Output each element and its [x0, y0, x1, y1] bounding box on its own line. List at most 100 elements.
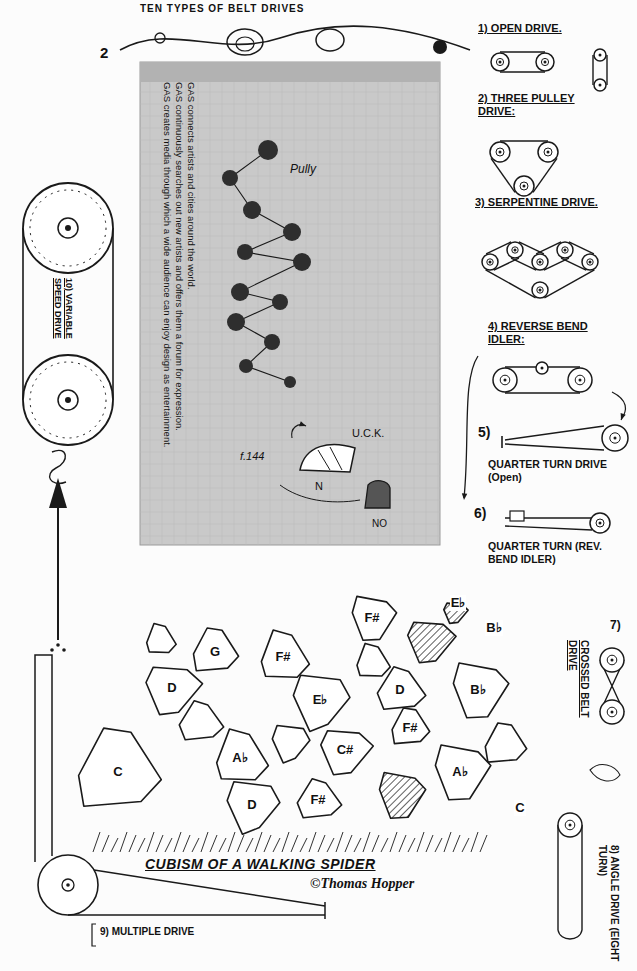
note-label: B♭	[469, 682, 486, 698]
drive-label: QUARTER TURN DRIVE (Open)	[488, 458, 623, 483]
ground-hatch	[273, 838, 280, 852]
note-label: F#	[401, 720, 418, 736]
pulley	[558, 813, 582, 837]
pulley-hub	[62, 879, 74, 891]
ground-hatch	[264, 835, 271, 852]
chain-pulley	[231, 283, 249, 301]
pulley	[536, 53, 554, 71]
pulley	[594, 49, 606, 61]
grid-line	[140, 284, 440, 285]
drive-label: 2	[100, 44, 108, 62]
grid-line	[222, 82, 223, 545]
pulley-axle	[499, 151, 502, 154]
ground-hatch	[444, 832, 451, 852]
pulley-chain-belt	[230, 150, 302, 382]
ground-hatch	[183, 835, 190, 852]
pulley-axle	[65, 397, 71, 403]
pulley-axle	[499, 61, 502, 64]
grid-line	[378, 82, 379, 545]
printed-text: GAS continuously searches out new artist…	[174, 82, 185, 431]
grid-line	[140, 296, 440, 297]
page-title: TEN TYPES OF BELT DRIVES	[140, 3, 304, 15]
note-label: E♭	[312, 692, 329, 708]
grid-line	[140, 152, 440, 153]
grid-line	[140, 200, 440, 201]
grid-line	[140, 512, 440, 513]
note-label: G	[209, 644, 221, 660]
grid-line	[140, 452, 440, 453]
sketch-note: N	[315, 480, 323, 493]
belt-line	[606, 55, 607, 85]
note-label: D	[166, 680, 177, 696]
ground-hatch	[309, 832, 316, 852]
note-label: C#	[336, 742, 355, 758]
grid-line	[162, 82, 163, 545]
arrow-head	[299, 421, 306, 426]
pulley-hub	[587, 259, 593, 265]
grid-line	[140, 416, 440, 417]
grid-line	[354, 82, 355, 545]
pulley-hub	[58, 390, 78, 410]
pulley-axle	[611, 711, 614, 714]
cubist-facet	[357, 643, 390, 676]
fish-scribble	[590, 765, 620, 781]
note-label: A♭	[451, 764, 468, 780]
grid-line	[140, 332, 440, 333]
pulley	[491, 53, 509, 71]
ground-hatch	[471, 832, 478, 852]
pulley	[590, 513, 610, 533]
note-label: B♭	[485, 620, 502, 636]
pulley-hub	[496, 58, 503, 65]
sketch-note: U.C.K.	[352, 427, 384, 440]
pulley	[568, 368, 592, 392]
cubist-facet	[79, 728, 162, 806]
pulley-hub	[58, 218, 78, 238]
chain-pulley	[283, 223, 301, 241]
pulley-ring	[30, 190, 106, 266]
drive-label: 3) SERPENTINE DRIVE.	[475, 196, 605, 209]
pulley	[514, 176, 534, 196]
grid-line	[140, 404, 440, 405]
ground-hatch	[156, 835, 163, 852]
pulley	[507, 242, 523, 258]
scribble-dot	[433, 40, 447, 54]
cubist-facet	[146, 667, 203, 714]
tape-strip	[140, 62, 440, 82]
belt-line	[68, 914, 325, 916]
ground-hatch	[381, 838, 388, 852]
note-label: C	[112, 764, 123, 780]
grid-line	[140, 536, 440, 537]
sketch-note: f.144	[240, 450, 264, 463]
pulley	[538, 142, 558, 162]
cubist-facet	[147, 624, 177, 653]
ground-hatch	[336, 832, 343, 852]
note-label: A♭	[231, 750, 248, 766]
grid-line	[140, 272, 440, 273]
pulley-hub	[607, 707, 617, 717]
scribble-loop	[316, 29, 344, 51]
grid-line	[140, 248, 440, 249]
grid-line	[174, 82, 175, 545]
bracket	[92, 924, 96, 946]
pulley-hub	[537, 287, 543, 293]
pulley	[557, 242, 573, 258]
curved-arrow	[292, 425, 306, 438]
pulley-hub	[562, 247, 568, 253]
pulley	[493, 368, 517, 392]
ground-hatch	[399, 835, 406, 852]
pulley	[602, 425, 628, 451]
ground-hatch	[426, 835, 433, 852]
grid-line	[282, 82, 283, 545]
pulley-axle	[514, 249, 517, 252]
printed-text: GAS creates media through which a wide a…	[162, 82, 173, 447]
pulley-axle	[539, 289, 542, 292]
grid-line	[140, 128, 440, 129]
grid-line	[210, 82, 211, 545]
pulley-hub	[487, 259, 493, 265]
cubist-facet	[272, 726, 310, 763]
belt-line	[500, 51, 545, 52]
grid-line	[198, 82, 199, 545]
grid-line	[150, 82, 151, 545]
drive-label: 10) VARIABLE SPEED DRIVE	[52, 278, 74, 352]
pulley-axle	[579, 379, 582, 382]
